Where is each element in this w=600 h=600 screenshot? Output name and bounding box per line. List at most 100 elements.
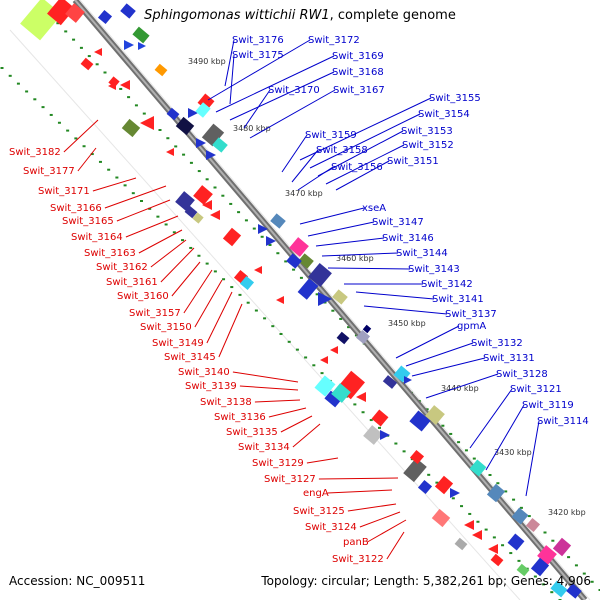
tick-dot bbox=[229, 202, 233, 205]
leader-line bbox=[183, 269, 213, 314]
tick-dot bbox=[103, 71, 107, 74]
tick-dot bbox=[320, 372, 324, 375]
tick-dot bbox=[263, 317, 267, 320]
gene-label-reverse: Swit_3165 bbox=[62, 216, 114, 227]
gene-arrow bbox=[318, 292, 332, 306]
gene-block bbox=[566, 583, 582, 599]
leader-line bbox=[243, 89, 271, 129]
leader-line bbox=[325, 144, 405, 185]
leader-line bbox=[347, 503, 397, 512]
gene-block bbox=[193, 185, 213, 205]
leader-line bbox=[327, 489, 393, 494]
tick-dot bbox=[213, 186, 217, 189]
gene-block bbox=[286, 253, 302, 269]
leader-line bbox=[359, 511, 401, 528]
leader-line bbox=[116, 199, 171, 222]
leader-line bbox=[268, 407, 307, 418]
leader-line bbox=[249, 89, 336, 139]
gene-label-forward: Swit_3175 bbox=[232, 50, 284, 61]
tick-dot bbox=[82, 145, 86, 148]
leader-line bbox=[367, 519, 407, 543]
leader-line bbox=[232, 371, 299, 383]
gene-block bbox=[371, 409, 389, 427]
gene-block bbox=[222, 227, 242, 247]
backbone-outer-line bbox=[9, 29, 521, 600]
tick-dot bbox=[49, 113, 53, 116]
leader-line bbox=[405, 342, 474, 367]
gene-label-reverse: Swit_3171 bbox=[38, 186, 90, 197]
gene-block bbox=[166, 107, 180, 121]
map-title: Sphingomonas wittichii RW1, complete gen… bbox=[0, 8, 600, 23]
kbp-tick-label: 3460 kbp bbox=[336, 254, 374, 263]
leader-line bbox=[318, 477, 399, 480]
leader-line bbox=[321, 252, 399, 257]
leader-line bbox=[291, 149, 319, 183]
leader-line bbox=[299, 97, 432, 161]
gene-label-forward: Swit_3156 bbox=[331, 162, 383, 173]
tick-dot bbox=[492, 536, 496, 539]
gene-arrow bbox=[356, 392, 366, 402]
gene-label-reverse: Swit_3162 bbox=[96, 262, 148, 273]
tick-dot bbox=[315, 293, 319, 296]
tick-dot bbox=[369, 419, 373, 422]
tick-dot bbox=[87, 55, 91, 58]
gene-block bbox=[175, 116, 195, 136]
gene-block bbox=[331, 383, 351, 403]
tick-dot bbox=[238, 293, 242, 296]
tick-dot bbox=[299, 276, 303, 279]
gene-arrow bbox=[380, 430, 390, 440]
gene-label-reverse: Swit_3140 bbox=[178, 367, 230, 378]
gene-arrow bbox=[330, 346, 338, 354]
leader-line bbox=[160, 247, 195, 283]
tick-dot bbox=[582, 572, 586, 575]
leader-line bbox=[239, 385, 299, 391]
gene-block bbox=[239, 275, 255, 291]
tick-dot bbox=[181, 239, 185, 242]
gene-arrow bbox=[206, 150, 216, 160]
tick-dot bbox=[435, 481, 439, 484]
gene-block bbox=[409, 410, 431, 432]
tick-dot bbox=[182, 153, 186, 156]
gene-label-forward: Swit_3176 bbox=[232, 35, 284, 46]
gene-arrow bbox=[404, 376, 412, 384]
tick-dot bbox=[292, 268, 296, 271]
leader-line bbox=[125, 215, 179, 238]
leader-line bbox=[229, 71, 335, 121]
gene-label-forward: Swit_3143 bbox=[408, 264, 460, 275]
gene-label-forward: Swit_3146 bbox=[382, 233, 434, 244]
tick-dot bbox=[279, 333, 283, 335]
tick-dot bbox=[197, 254, 201, 257]
leader-line bbox=[309, 113, 421, 169]
tick-dot bbox=[260, 235, 264, 238]
tick-dot bbox=[517, 559, 521, 562]
gene-label-reverse: Swit_3182 bbox=[9, 147, 61, 158]
gene-arrow bbox=[138, 42, 146, 50]
tick-dot bbox=[134, 104, 138, 107]
gene-block bbox=[530, 557, 550, 577]
tick-dot bbox=[377, 426, 381, 429]
backbone-outer-line bbox=[79, 0, 591, 600]
tick-dot bbox=[276, 252, 280, 255]
gene-arrow bbox=[166, 148, 174, 156]
kbp-tick-label: 3480 kbp bbox=[233, 124, 271, 133]
tick-dot bbox=[119, 87, 123, 90]
gene-block bbox=[308, 262, 332, 288]
gene-block bbox=[516, 563, 530, 577]
leader-line bbox=[317, 130, 404, 177]
leader-line bbox=[335, 160, 390, 191]
gene-arrow bbox=[488, 544, 498, 554]
kbp-tick-label: 3440 kbp bbox=[441, 384, 479, 393]
gene-block bbox=[192, 212, 204, 224]
tick-dot bbox=[148, 207, 152, 210]
gene-label-forward: Swit_3128 bbox=[496, 369, 548, 380]
leader-line bbox=[92, 177, 137, 192]
tick-dot bbox=[488, 474, 492, 476]
tick-dot bbox=[64, 30, 68, 33]
gene-label-reverse: Swit_3163 bbox=[84, 248, 136, 259]
tick-dot bbox=[451, 497, 455, 500]
tick-dot bbox=[131, 192, 135, 195]
gene-block bbox=[324, 390, 342, 408]
gene-block bbox=[121, 118, 141, 138]
gene-label-forward: Swit_3121 bbox=[510, 384, 562, 395]
gene-label-reverse: Swit_3160 bbox=[117, 291, 169, 302]
